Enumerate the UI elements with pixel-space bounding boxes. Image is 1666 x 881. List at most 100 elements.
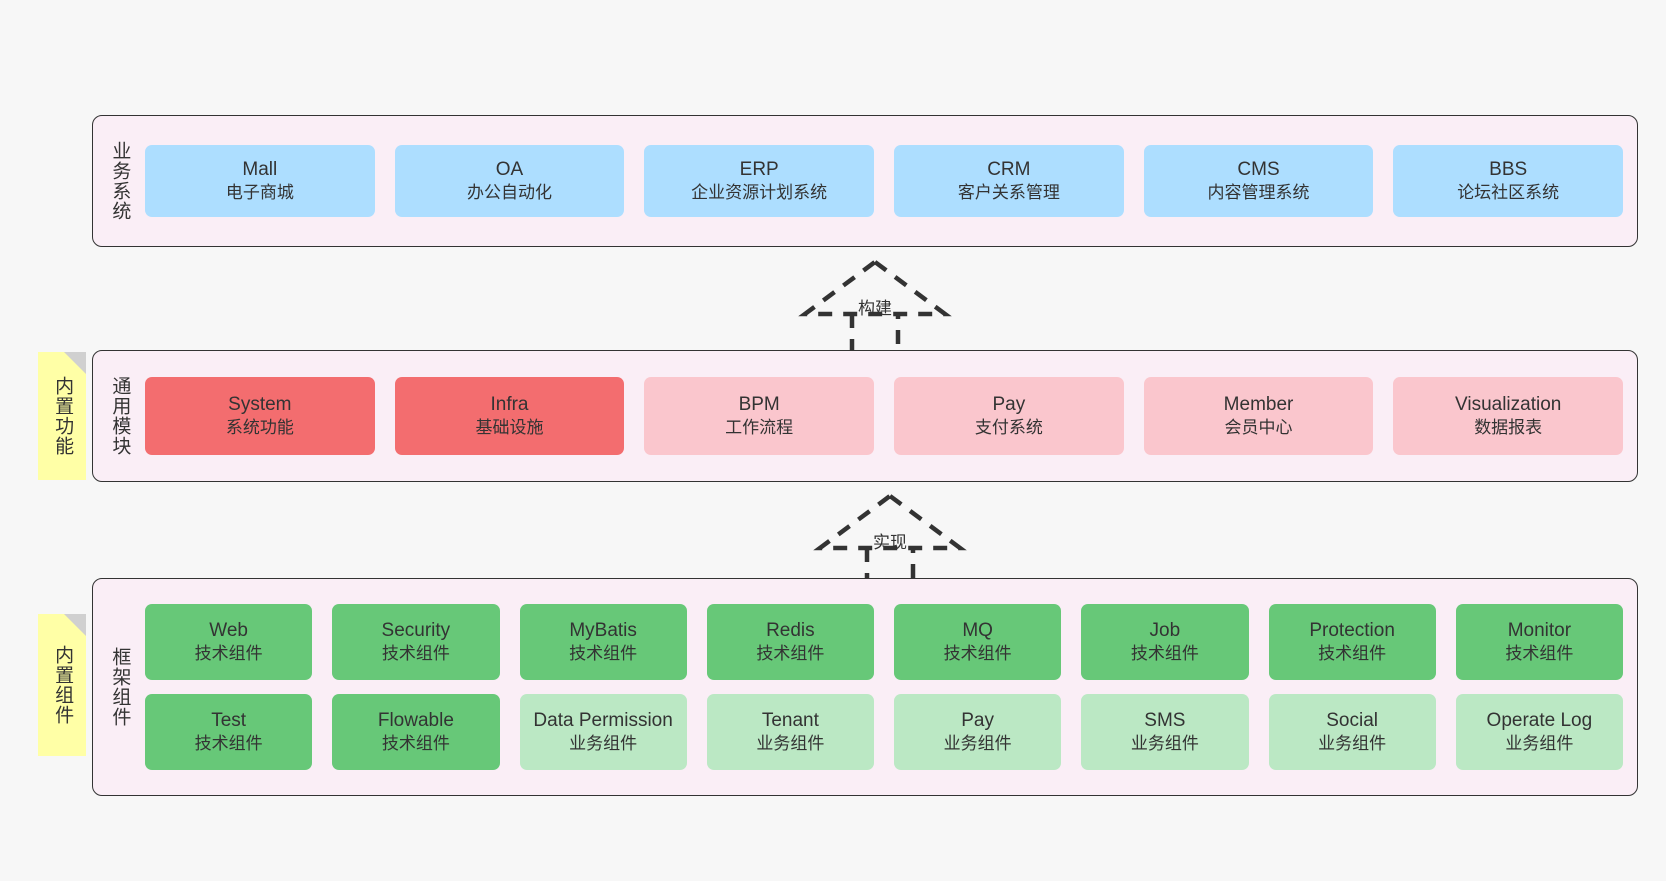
card-title: Visualization — [1455, 393, 1562, 415]
card-title: MQ — [962, 619, 993, 641]
card-subtitle: 基础设施 — [475, 418, 544, 438]
sticky-note-label: 内置功能 — [52, 376, 74, 456]
card-pay-business[interactable]: Pay 业务组件 — [894, 694, 1062, 770]
card-subtitle: 办公自动化 — [467, 183, 552, 203]
card-tenant[interactable]: Tenant 业务组件 — [706, 694, 874, 770]
card-mybatis[interactable]: MyBatis 技术组件 — [519, 604, 687, 680]
generalization-arrow-icon — [798, 259, 952, 359]
card-subtitle: 技术组件 — [1318, 644, 1387, 664]
card-title: CRM — [987, 158, 1031, 180]
card-operate-log[interactable]: Operate Log 业务组件 — [1455, 694, 1623, 770]
card-row: System 系统功能 Infra 基础设施 BPM 工作流程 Pay 支付系统… — [145, 377, 1624, 455]
card-title: Mall — [242, 158, 278, 180]
card-pay[interactable]: Pay 支付系统 — [894, 377, 1124, 455]
folded-corner-icon — [64, 352, 86, 374]
card-title: BPM — [738, 393, 780, 415]
card-bbs[interactable]: BBS 论坛社区系统 — [1393, 145, 1624, 217]
card-title: Tenant — [761, 709, 819, 731]
card-title: ERP — [739, 158, 779, 180]
sticky-note-builtin-feature: 内置功能 — [38, 352, 86, 480]
card-data-permission[interactable]: Data Permission 业务组件 — [519, 694, 687, 770]
card-row: Mall 电子商城 OA 办公自动化 ERP 企业资源计划系统 CRM 客户关系… — [145, 145, 1624, 217]
card-visualization[interactable]: Visualization 数据报表 — [1393, 377, 1624, 455]
card-system[interactable]: System 系统功能 — [145, 377, 375, 455]
card-title: Flowable — [377, 709, 454, 731]
card-subtitle: 业务组件 — [943, 734, 1012, 754]
card-infra[interactable]: Infra 基础设施 — [394, 377, 625, 455]
layer-title-common-module: 通用模块 — [93, 351, 145, 481]
card-social[interactable]: Social 业务组件 — [1268, 694, 1436, 770]
card-monitor[interactable]: Monitor 技术组件 — [1455, 604, 1623, 680]
card-title: Test — [211, 709, 247, 731]
card-title: Member — [1223, 393, 1294, 415]
card-subtitle: 业务组件 — [1130, 734, 1199, 754]
connector-label: 构建 — [858, 299, 892, 318]
card-cms[interactable]: CMS 内容管理系统 — [1143, 145, 1374, 217]
card-mq[interactable]: MQ 技术组件 — [894, 604, 1062, 680]
card-subtitle: 数据报表 — [1474, 418, 1543, 438]
layer-business-system: 业务系统 Mall 电子商城 OA 办公自动化 ERP 企业资源计划系统 CRM — [92, 115, 1638, 247]
card-subtitle: 技术组件 — [194, 644, 263, 664]
card-subtitle: 技术组件 — [381, 734, 450, 754]
layer-title-text: 通用模块 — [109, 376, 131, 456]
card-subtitle: 技术组件 — [1130, 644, 1199, 664]
card-title: Pay — [992, 393, 1026, 415]
card-test[interactable]: Test 技术组件 — [145, 694, 313, 770]
card-title: Data Permission — [533, 709, 673, 731]
card-mall[interactable]: Mall 电子商城 — [145, 145, 375, 217]
card-flowable[interactable]: Flowable 技术组件 — [332, 694, 500, 770]
card-title: Security — [381, 619, 451, 641]
card-subtitle: 业务组件 — [1505, 734, 1574, 754]
layer-title-text: 框架组件 — [109, 647, 131, 727]
card-title: Web — [209, 619, 248, 641]
card-subtitle: 论坛社区系统 — [1457, 183, 1560, 203]
card-title: Job — [1149, 619, 1181, 641]
card-sms[interactable]: SMS 业务组件 — [1081, 694, 1249, 770]
connector-label: 实现 — [873, 533, 907, 552]
card-row: Web 技术组件 Security 技术组件 MyBatis 技术组件 Redi… — [145, 604, 1623, 680]
card-subtitle: 电子商城 — [225, 183, 294, 203]
layer-common-module: 通用模块 System 系统功能 Infra 基础设施 BPM 工作流程 Pay — [92, 350, 1638, 482]
card-subtitle: 技术组件 — [756, 644, 825, 664]
layer-body-framework-component: Web 技术组件 Security 技术组件 MyBatis 技术组件 Redi… — [145, 579, 1637, 795]
sticky-note-builtin-component: 内置组件 — [38, 614, 86, 756]
card-title: Monitor — [1507, 619, 1572, 641]
card-subtitle: 业务组件 — [569, 734, 638, 754]
card-title: CMS — [1237, 158, 1280, 180]
card-subtitle: 技术组件 — [194, 734, 263, 754]
card-subtitle: 技术组件 — [381, 644, 450, 664]
folded-corner-icon — [64, 614, 86, 636]
card-title: Redis — [766, 619, 815, 641]
card-title: Operate Log — [1486, 709, 1593, 731]
card-subtitle: 系统功能 — [225, 418, 294, 438]
card-job[interactable]: Job 技术组件 — [1081, 604, 1249, 680]
card-subtitle: 工作流程 — [725, 418, 794, 438]
layer-body-business-system: Mall 电子商城 OA 办公自动化 ERP 企业资源计划系统 CRM 客户关系… — [145, 116, 1637, 246]
card-subtitle: 业务组件 — [1318, 734, 1387, 754]
card-subtitle: 支付系统 — [974, 418, 1043, 438]
sticky-note-label: 内置组件 — [52, 645, 74, 725]
card-title: Pay — [961, 709, 994, 731]
card-security[interactable]: Security 技术组件 — [332, 604, 500, 680]
card-oa[interactable]: OA 办公自动化 — [394, 145, 625, 217]
card-title: OA — [495, 158, 524, 180]
layer-title-text: 业务系统 — [109, 141, 131, 221]
card-web[interactable]: Web 技术组件 — [145, 604, 313, 680]
connector-build: 构建 — [795, 258, 955, 359]
card-subtitle: 技术组件 — [1505, 644, 1574, 664]
card-protection[interactable]: Protection 技术组件 — [1268, 604, 1436, 680]
card-title: MyBatis — [569, 619, 637, 641]
layer-title-framework-component: 框架组件 — [93, 579, 145, 795]
card-title: Social — [1326, 709, 1378, 731]
card-bpm[interactable]: BPM 工作流程 — [644, 377, 875, 455]
card-erp[interactable]: ERP 企业资源计划系统 — [644, 145, 875, 217]
card-member[interactable]: Member 会员中心 — [1143, 377, 1374, 455]
card-subtitle: 技术组件 — [943, 644, 1012, 664]
card-subtitle: 技术组件 — [569, 644, 638, 664]
card-title: SMS — [1144, 709, 1186, 731]
layer-framework-component: 框架组件 Web 技术组件 Security 技术组件 MyBatis 技术组件… — [92, 578, 1638, 796]
card-title: Protection — [1309, 619, 1395, 641]
card-redis[interactable]: Redis 技术组件 — [706, 604, 874, 680]
card-crm[interactable]: CRM 客户关系管理 — [894, 145, 1124, 217]
